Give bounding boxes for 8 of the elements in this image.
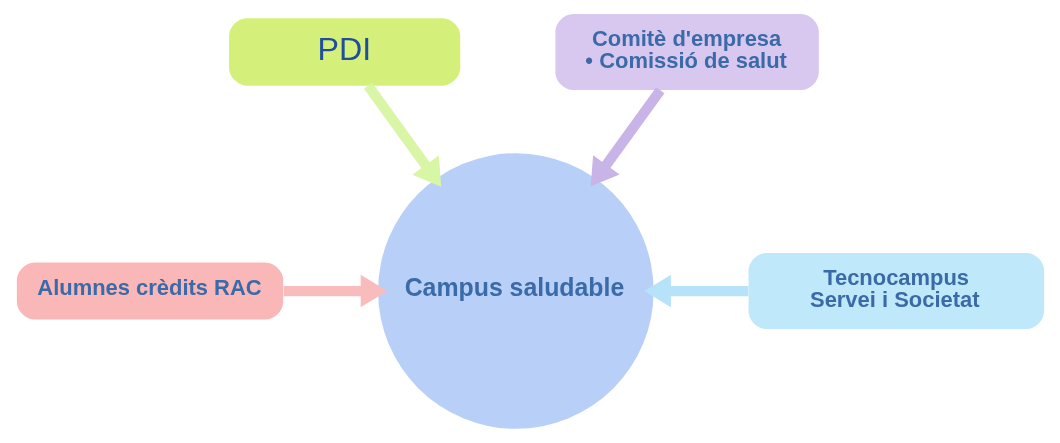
arrow xyxy=(363,82,441,187)
node-box: Comitè d'empresa • Comissió de salut xyxy=(554,13,819,91)
node-box: PDI xyxy=(228,18,460,86)
node-box: Tecnocampus Servei i Societat xyxy=(748,252,1044,330)
arrow xyxy=(643,274,748,308)
arrow xyxy=(283,274,387,308)
node-box: Alumnes crèdits RAC xyxy=(16,262,283,320)
arrow xyxy=(590,87,664,187)
